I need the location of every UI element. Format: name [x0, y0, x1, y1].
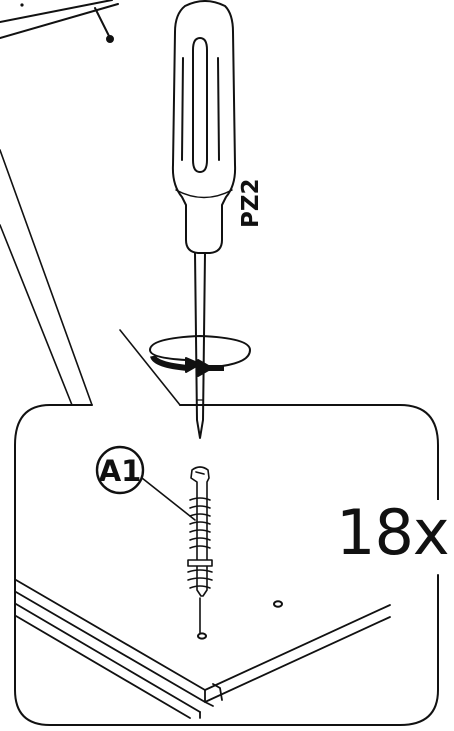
overview-panel-corner [0, 0, 119, 43]
clockwise-rotation-arrow-icon [149, 335, 251, 377]
panel-hole-target [197, 632, 207, 640]
part-label-callout [95, 445, 196, 521]
cam-dowel-screw-icon [187, 466, 213, 634]
panel-board [15, 579, 391, 719]
panel-hole-dot [273, 600, 283, 608]
zoom-callout-lines [0, 149, 181, 406]
quantity-label: 18x [333, 500, 452, 566]
zoom-frame [14, 404, 439, 726]
